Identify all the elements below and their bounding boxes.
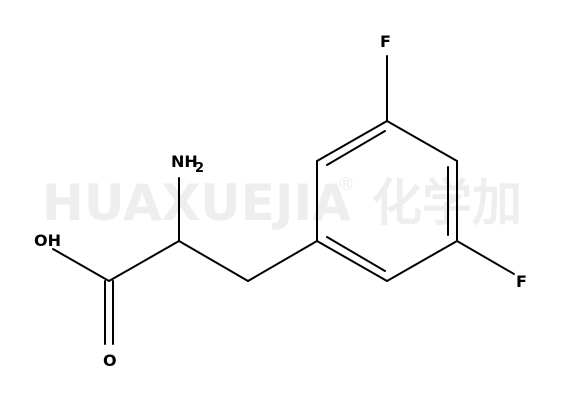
watermark-registered-mark: ® [337, 174, 355, 195]
amine-label: NH [171, 152, 198, 171]
atom-labels: F F NH 2 OH O [34, 32, 527, 370]
watermark-text: HUAXUEJIA [42, 174, 351, 232]
fluorine-right-label: F [516, 272, 527, 291]
ring-bond-c2-c3 [386, 120, 458, 162]
ring-bond-c4-c5 [386, 240, 458, 282]
bond-alpha-carbon-to-carboxyl [108, 240, 180, 282]
ring-double-bond-inner-top [326, 130, 386, 166]
bond-carboxyl-to-hydroxyl [52, 248, 110, 282]
ring-double-bond-inner-bottom [326, 236, 386, 272]
ring-bond-c1-c2 [316, 120, 388, 162]
watermark: HUAXUEJIA ® 化学加 [42, 174, 522, 232]
bond-to-fluorine-right [456, 240, 515, 275]
fluorine-top-label: F [380, 32, 391, 51]
bonds [52, 55, 515, 345]
bond-ring-to-ch2 [247, 240, 318, 282]
bond-ch2-to-alpha-carbon [178, 240, 249, 282]
carbonyl-oxygen-label: O [103, 351, 117, 370]
hydroxyl-label: OH [34, 231, 61, 250]
amine-subscript: 2 [195, 161, 204, 176]
ring-bond-c5-c6 [316, 240, 388, 282]
